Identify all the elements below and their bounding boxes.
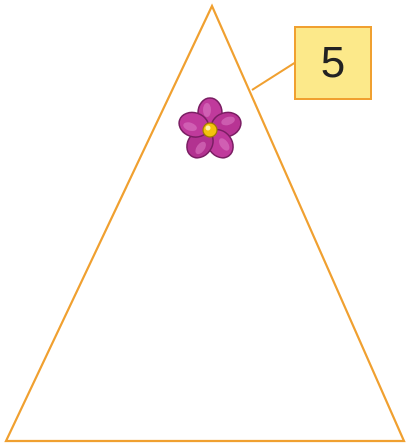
count-label: 5 [294,26,372,100]
flower-icon [176,98,244,163]
count-label-text: 5 [321,38,345,88]
leader-line [252,62,296,90]
